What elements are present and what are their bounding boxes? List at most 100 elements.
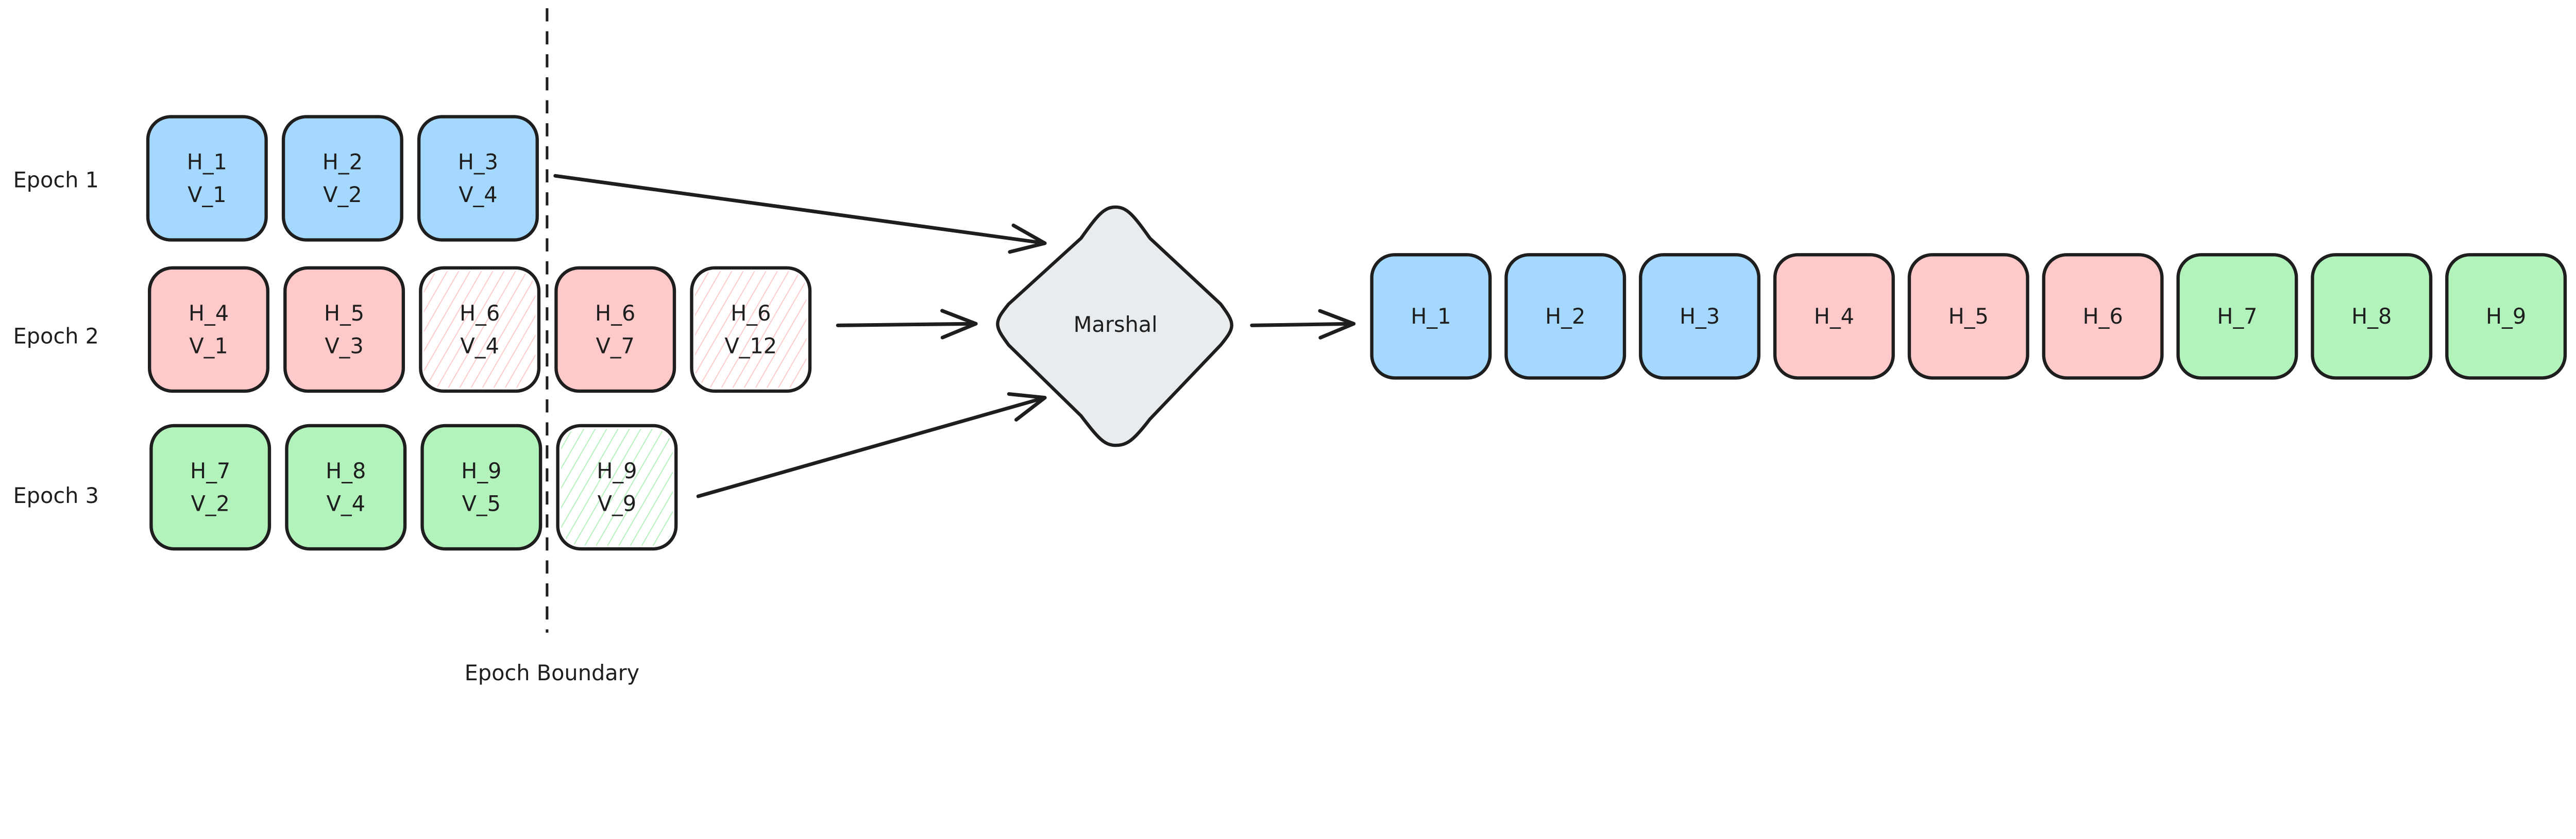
- output-block-label: H_8: [2351, 304, 2392, 329]
- epoch-label: Epoch 3: [13, 483, 99, 508]
- block[interactable]: H_7V_2: [149, 424, 272, 551]
- arrow-marshal-to-output: [1250, 309, 1356, 340]
- arrowhead-icon: [1007, 392, 1047, 422]
- output-block[interactable]: H_2: [1504, 253, 1626, 380]
- output-block-label: H_3: [1680, 304, 1720, 329]
- output-block[interactable]: H_8: [2311, 253, 2433, 380]
- block-box: [417, 115, 539, 242]
- block[interactable]: H_2V_2: [281, 115, 403, 242]
- output-block-box: [2311, 253, 2433, 380]
- block-v-label: V_12: [724, 334, 777, 359]
- output-block-label: H_7: [2217, 304, 2257, 329]
- block-v-label: V_7: [596, 334, 634, 359]
- output-block[interactable]: H_6: [2042, 253, 2164, 380]
- block-box: [147, 266, 269, 393]
- block-v-label: V_2: [323, 182, 362, 207]
- block-box: [146, 115, 268, 242]
- output-block[interactable]: H_1: [1370, 253, 1492, 380]
- epoch-row: Epoch 3H_7V_2H_8V_4H_9V_5H_9V_9: [13, 424, 678, 551]
- output-block[interactable]: H_9: [2445, 253, 2567, 380]
- output-block-box: [1370, 253, 1492, 380]
- block-hatched[interactable]: H_6V_4: [419, 266, 541, 393]
- output-block-box: [2176, 253, 2298, 380]
- arrow-shaft: [1250, 322, 1356, 327]
- block-v-label: V_2: [191, 492, 229, 516]
- output-block-box: [1639, 253, 1761, 380]
- output-block-box: [2445, 253, 2567, 380]
- block-h-label: H_1: [187, 149, 227, 174]
- block-v-label: V_4: [459, 182, 497, 207]
- hatch-fill: [561, 429, 673, 546]
- epoch-boundary-label: Epoch Boundary: [465, 661, 640, 685]
- block-h-label: H_9: [461, 459, 501, 483]
- block-h-label: H_8: [326, 459, 366, 483]
- block[interactable]: H_9V_5: [420, 424, 543, 551]
- block-box: [149, 424, 272, 551]
- block-box: [285, 424, 407, 551]
- output-block[interactable]: H_3: [1639, 253, 1761, 380]
- arrowhead-icon: [940, 309, 978, 340]
- output-block-label: H_6: [2082, 304, 2123, 329]
- epoch-row: Epoch 2H_4V_1H_5V_3H_6V_4H_6V_7H_6V_12: [13, 266, 812, 393]
- block-h-label: H_6: [595, 301, 635, 326]
- arrow-shaft: [696, 396, 1047, 498]
- block-box: [554, 266, 676, 393]
- block-h-label: H_5: [324, 301, 364, 326]
- output-block-box: [2042, 253, 2164, 380]
- arrow-epoch2-to-marshal: [836, 309, 978, 340]
- block-v-label: V_5: [462, 492, 501, 516]
- arrow-epoch3-to-marshal: [696, 392, 1047, 498]
- block-v-label: V_3: [325, 334, 363, 359]
- block[interactable]: H_3V_4: [417, 115, 539, 242]
- block-h-label: H_6: [460, 301, 500, 326]
- block-hatched[interactable]: H_6V_12: [690, 266, 812, 393]
- block-box: [420, 424, 543, 551]
- block[interactable]: H_5V_3: [283, 266, 405, 393]
- arrowhead-icon: [1008, 223, 1047, 254]
- block[interactable]: H_8V_4: [285, 424, 407, 551]
- block-h-label: H_2: [323, 149, 363, 174]
- marshal-diamond[interactable]: [996, 205, 1233, 447]
- block-h-label: H_9: [597, 459, 637, 483]
- epoch-label: Epoch 2: [13, 324, 99, 348]
- output-block-box: [1907, 253, 2029, 380]
- arrow-shaft: [553, 174, 1047, 245]
- block[interactable]: H_6V_7: [554, 266, 676, 393]
- arrow-epoch1-to-marshal: [553, 174, 1047, 254]
- block[interactable]: H_4V_1: [147, 266, 269, 393]
- output-block-label: H_2: [1545, 304, 1585, 329]
- output-block-label: H_1: [1411, 304, 1451, 329]
- block-box: [283, 266, 405, 393]
- block-v-label: V_4: [327, 492, 365, 516]
- output-block[interactable]: H_7: [2176, 253, 2298, 380]
- output-block-box: [1773, 253, 1895, 380]
- block-h-label: H_3: [458, 149, 498, 174]
- block-v-label: V_4: [460, 334, 499, 359]
- hatch-fill: [694, 271, 807, 388]
- output-block-label: H_4: [1814, 304, 1854, 329]
- arrows: [553, 174, 1356, 498]
- block-v-label: V_1: [188, 182, 226, 207]
- block-h-label: H_7: [190, 459, 230, 483]
- output-block-label: H_5: [1948, 304, 1989, 329]
- output-block-label: H_9: [2486, 304, 2526, 329]
- arrowhead-icon: [1318, 309, 1356, 340]
- block-v-label: V_9: [598, 492, 636, 516]
- epoch-label: Epoch 1: [13, 168, 99, 193]
- output-sequence: H_1 H_2 H_3 H_4 H_5 H_6 H_7 H_8 H_9: [1370, 253, 2567, 380]
- hatch-fill: [423, 271, 536, 388]
- block[interactable]: H_1V_1: [146, 115, 268, 242]
- block-h-label: H_4: [189, 301, 229, 326]
- output-block[interactable]: H_4: [1773, 253, 1895, 380]
- block-box: [281, 115, 403, 242]
- marshal-label: Marshal: [1074, 312, 1158, 337]
- arrow-shaft: [836, 322, 978, 327]
- block-hatched[interactable]: H_9V_9: [556, 424, 678, 551]
- output-block[interactable]: H_5: [1907, 253, 2029, 380]
- block-v-label: V_1: [189, 334, 228, 359]
- block-h-label: H_6: [731, 301, 771, 326]
- output-block-box: [1504, 253, 1626, 380]
- epoch-row: Epoch 1H_1V_1H_2V_2H_3V_4: [13, 115, 539, 242]
